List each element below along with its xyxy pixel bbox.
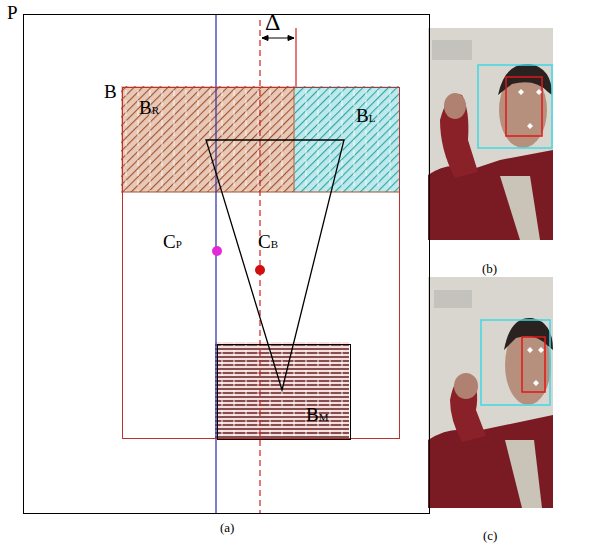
offset-label: Δ (265, 10, 280, 34)
panel-label: (a) (220, 521, 234, 534)
panel-label: (b) (482, 262, 497, 275)
delta-arrow (262, 36, 294, 41)
face-triangle (206, 140, 344, 390)
panel-label: (c) (483, 529, 497, 542)
mouth-region: BM (217, 344, 351, 440)
photo-b (428, 28, 553, 240)
left-region: BL (296, 88, 401, 194)
box-centre-label: CB (258, 232, 278, 251)
person-centre-label: CP (163, 232, 182, 251)
region-label: BL (356, 106, 375, 125)
person-centre (212, 246, 222, 256)
face-box: BBRBLBM (122, 87, 400, 439)
region-label: BR (139, 98, 159, 117)
photo-c (428, 277, 553, 508)
box-centre (255, 265, 265, 275)
region-label: BM (306, 405, 328, 424)
outer-frame: PBBRBLBM (23, 14, 430, 514)
region-label: P (7, 3, 18, 22)
offset-tick (295, 28, 296, 86)
right-region: BR (123, 88, 296, 194)
region-label: B (104, 82, 117, 101)
